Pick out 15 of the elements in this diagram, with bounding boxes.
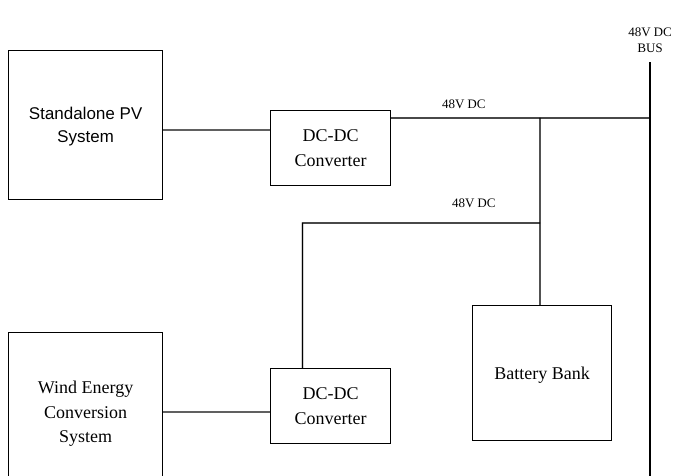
block-box — [270, 110, 391, 186]
block-label: Standalone PV System — [28, 102, 144, 148]
block-box — [270, 368, 391, 444]
block-box — [472, 305, 612, 441]
block-label: Wind Energy Conversion System — [36, 376, 134, 448]
bus-line — [649, 62, 651, 476]
connector-line — [302, 222, 541, 368]
block-box — [8, 50, 163, 200]
block-label: DC-DC Converter — [294, 124, 368, 172]
block-label: Battery Bank — [494, 362, 590, 385]
connector-line — [163, 411, 270, 413]
block-box — [8, 332, 163, 476]
connector-line — [163, 129, 270, 131]
block-label: DC-DC Converter — [294, 382, 368, 430]
bus-label: 48V DC BUS — [627, 24, 673, 56]
